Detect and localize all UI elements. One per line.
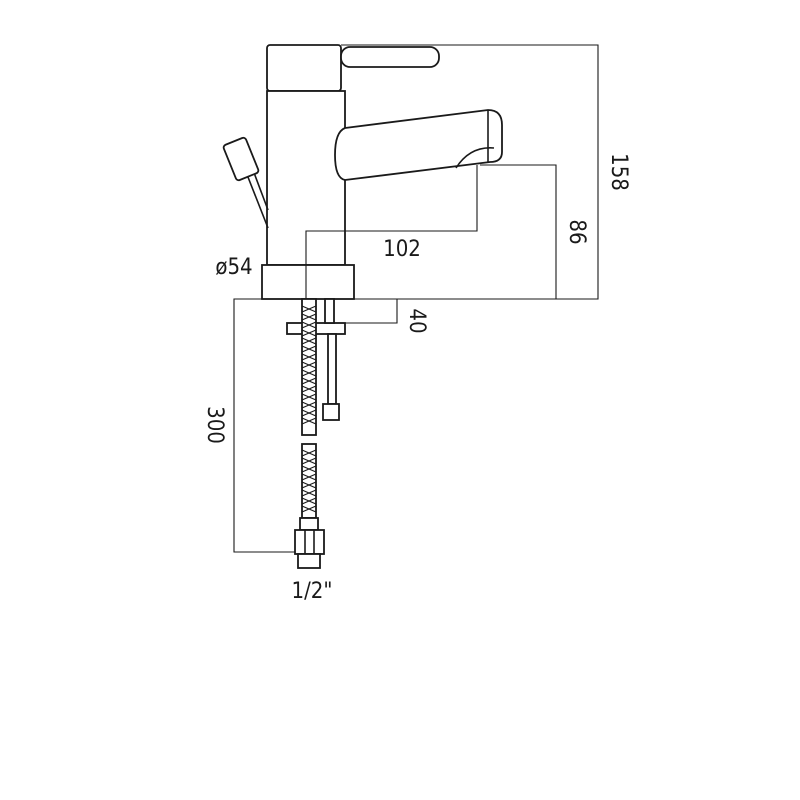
base-diameter-label: ø54 bbox=[215, 255, 252, 280]
mounting-depth-label: 40 bbox=[404, 308, 429, 333]
hose-connector-nut bbox=[294, 517, 325, 569]
connection-size-label: 1/2" bbox=[292, 579, 333, 604]
dimension-lines bbox=[233, 44, 599, 553]
tap-body bbox=[261, 44, 440, 300]
total-height-label: 158 bbox=[606, 153, 631, 191]
spout-height-label: 86 bbox=[564, 219, 589, 244]
spout bbox=[334, 109, 503, 181]
braided-hose bbox=[301, 298, 317, 519]
spout-reach-label: 102 bbox=[383, 237, 421, 262]
lever-handle bbox=[340, 46, 440, 68]
hose-length-label: 300 bbox=[202, 406, 227, 444]
popup-rod bbox=[222, 136, 269, 229]
